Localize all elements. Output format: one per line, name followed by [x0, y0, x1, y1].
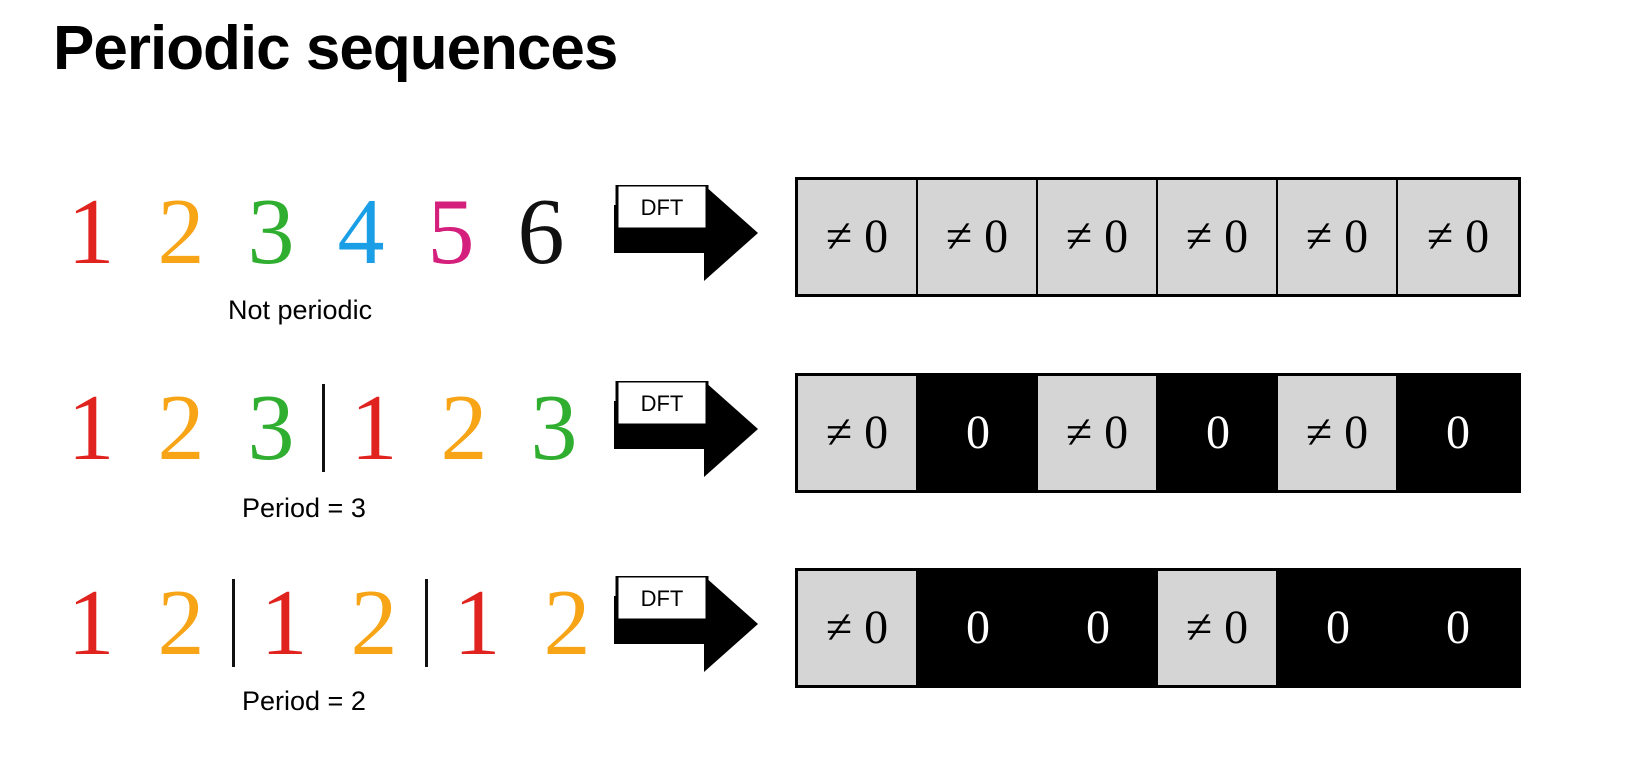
- sequence-digit: 1: [350, 376, 398, 480]
- sequence-digit: 1: [453, 571, 501, 675]
- period-separator: [322, 384, 325, 472]
- sequence-digit: 5: [427, 180, 475, 284]
- dft-cell-nonzero: ≠ 0: [1038, 376, 1158, 490]
- dft-arrow: DFT: [612, 381, 762, 481]
- arrow-icon: [614, 185, 758, 281]
- sequence-digit: 2: [350, 571, 398, 675]
- dft-cell-nonzero: ≠ 0: [798, 376, 918, 490]
- sequence-digit: 3: [247, 180, 295, 284]
- dft-label: DFT: [640, 586, 684, 611]
- dft-arrow: DFT: [612, 576, 762, 676]
- sequence-digit: 1: [260, 571, 308, 675]
- dft-coefficient-cells: ≠ 0 0 0 ≠ 0 0 0: [795, 568, 1521, 688]
- sequence-digit: 2: [157, 180, 205, 284]
- sequence-digit: 2: [157, 571, 205, 675]
- dft-cell-nonzero: ≠ 0: [1158, 571, 1278, 685]
- sequence-digits: 1 2 3 1 2 3: [60, 373, 613, 483]
- sequence-digit: 6: [517, 180, 565, 284]
- dft-cell-zero: 0: [918, 376, 1038, 490]
- slide-title: Periodic sequences: [53, 14, 618, 83]
- sequence-row-not-periodic: 1 2 3 4 5 6 Not periodic DFT ≠ 0 ≠ 0 ≠ 0…: [0, 177, 1648, 347]
- dft-cell-nonzero: ≠ 0: [918, 180, 1038, 294]
- sequence-row-period-2: 1 2 1 2 1 2 Period = 2 DFT ≠ 0 0 0 ≠ 0 0…: [0, 568, 1648, 738]
- sequence-row-period-3: 1 2 3 1 2 3 Period = 3 DFT ≠ 0 0 ≠ 0 0 ≠…: [0, 373, 1648, 543]
- sequence-caption: Period = 3: [242, 493, 366, 523]
- sequence-digit: 2: [157, 376, 205, 480]
- sequence-digit: 1: [67, 376, 115, 480]
- dft-cell-zero: 0: [1278, 571, 1398, 685]
- sequence-digit: 3: [530, 376, 578, 480]
- dft-cell-nonzero: ≠ 0: [1038, 180, 1158, 294]
- dft-coefficient-cells: ≠ 0 ≠ 0 ≠ 0 ≠ 0 ≠ 0 ≠ 0: [795, 177, 1521, 297]
- sequence-digit: 3: [247, 376, 295, 480]
- dft-cell-nonzero: ≠ 0: [1278, 180, 1398, 294]
- dft-cell-zero: 0: [1398, 376, 1518, 490]
- period-separator: [425, 579, 428, 667]
- sequence-digit: 1: [67, 571, 115, 675]
- sequence-digit: 2: [543, 571, 591, 675]
- dft-coefficient-cells: ≠ 0 0 ≠ 0 0 ≠ 0 0: [795, 373, 1521, 493]
- sequence-digit: 1: [67, 180, 115, 284]
- dft-cell-nonzero: ≠ 0: [1158, 180, 1278, 294]
- dft-label: DFT: [640, 195, 684, 220]
- arrow-icon: [614, 381, 758, 477]
- dft-cell-zero: 0: [1398, 571, 1518, 685]
- sequence-caption: Not periodic: [228, 295, 373, 325]
- dft-cell-nonzero: ≠ 0: [798, 571, 918, 685]
- sequence-digits: 1 2 3 4 5 6: [60, 177, 600, 287]
- dft-cell-nonzero: ≠ 0: [1398, 180, 1518, 294]
- sequence-caption: Period = 2: [242, 686, 366, 716]
- arrow-icon: [614, 576, 758, 672]
- dft-cell-zero: 0: [918, 571, 1038, 685]
- sequence-digit: 4: [337, 180, 385, 284]
- sequence-digits: 1 2 1 2 1 2: [60, 568, 626, 678]
- dft-cell-zero: 0: [1038, 571, 1158, 685]
- dft-cell-nonzero: ≠ 0: [1278, 376, 1398, 490]
- period-separator: [232, 579, 235, 667]
- dft-arrow: DFT: [612, 185, 762, 285]
- dft-cell-zero: 0: [1158, 376, 1278, 490]
- dft-cell-nonzero: ≠ 0: [798, 180, 918, 294]
- sequence-digit: 2: [440, 376, 488, 480]
- dft-label: DFT: [640, 391, 684, 416]
